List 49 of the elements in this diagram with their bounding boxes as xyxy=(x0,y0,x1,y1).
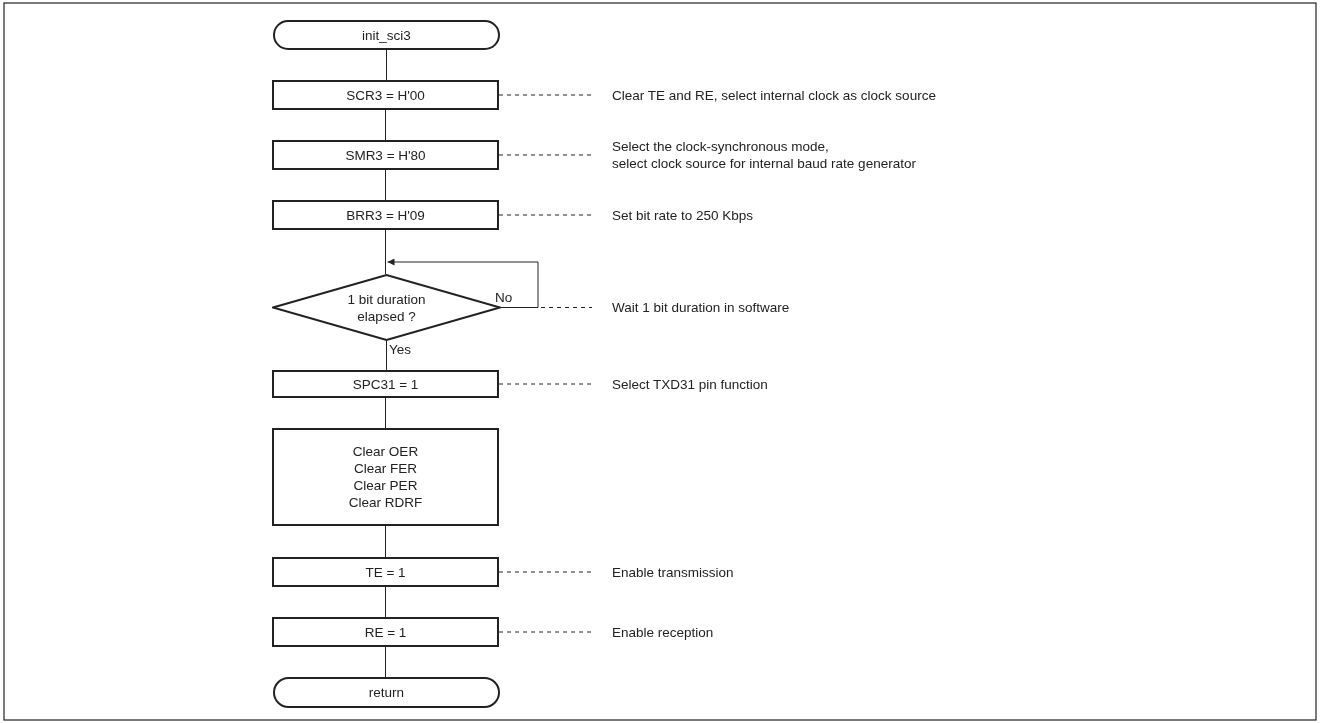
dashed-leader-line xyxy=(498,631,593,633)
step-text: SPC31 = 1 xyxy=(352,375,419,393)
step-text: SMR3 = H'80 xyxy=(345,146,426,164)
process-box xyxy=(272,200,499,230)
process-box xyxy=(272,428,499,526)
process-box xyxy=(272,140,499,170)
dashed-leader-line xyxy=(498,94,593,96)
flow-line xyxy=(385,229,386,275)
step-text: TE = 1 xyxy=(365,563,406,581)
note-text: Enable transmission xyxy=(612,563,734,581)
edge-label: No xyxy=(494,290,514,305)
flow-line xyxy=(385,109,386,141)
flow-line xyxy=(385,169,386,201)
flow-line xyxy=(385,646,386,678)
dashed-leader-line xyxy=(500,307,593,308)
note-text: Select the clock-synchronous mode, xyxy=(612,138,829,155)
step-text: SCR3 = H'00 xyxy=(346,86,425,104)
note-text: Select TXD31 pin function xyxy=(612,375,768,393)
note-text: Clear TE and RE, select internal clock as clock source xyxy=(612,86,936,104)
dashed-leader-line xyxy=(498,383,593,385)
step-text: Clear PER xyxy=(353,477,418,494)
terminal-box xyxy=(273,677,500,708)
dashed-leader-line xyxy=(498,571,593,573)
process-box xyxy=(272,80,499,110)
step-text: Clear FER xyxy=(354,460,417,477)
process-box xyxy=(272,370,499,398)
flow-line xyxy=(386,340,387,371)
edge-label: Yes xyxy=(388,342,413,357)
arrow xyxy=(387,258,539,308)
terminal-box xyxy=(273,20,500,50)
step-text: Clear OER xyxy=(352,443,419,460)
step-text: Clear RDRF xyxy=(348,494,423,511)
process-box xyxy=(272,557,499,587)
flow-line xyxy=(385,397,386,429)
dashed-leader-line xyxy=(498,214,593,216)
step-text: init_sci3 xyxy=(362,26,411,44)
flow-line xyxy=(386,49,387,81)
flow-line xyxy=(385,586,386,618)
step-text: BRR3 = H'09 xyxy=(346,206,425,224)
flow-line xyxy=(385,525,386,558)
step-text: RE = 1 xyxy=(364,623,407,641)
note-text: select clock source for internal baud rate generator xyxy=(612,155,916,172)
dashed-leader-line xyxy=(498,154,593,156)
step-text: 1 bit duration elapsed ? xyxy=(346,290,427,325)
step-text: return xyxy=(368,684,405,701)
note-text: Wait 1 bit duration in software xyxy=(612,298,790,316)
process-box xyxy=(272,617,499,647)
note-text: Set bit rate to 250 Kbps xyxy=(612,206,754,224)
note-text: Enable reception xyxy=(612,623,714,641)
